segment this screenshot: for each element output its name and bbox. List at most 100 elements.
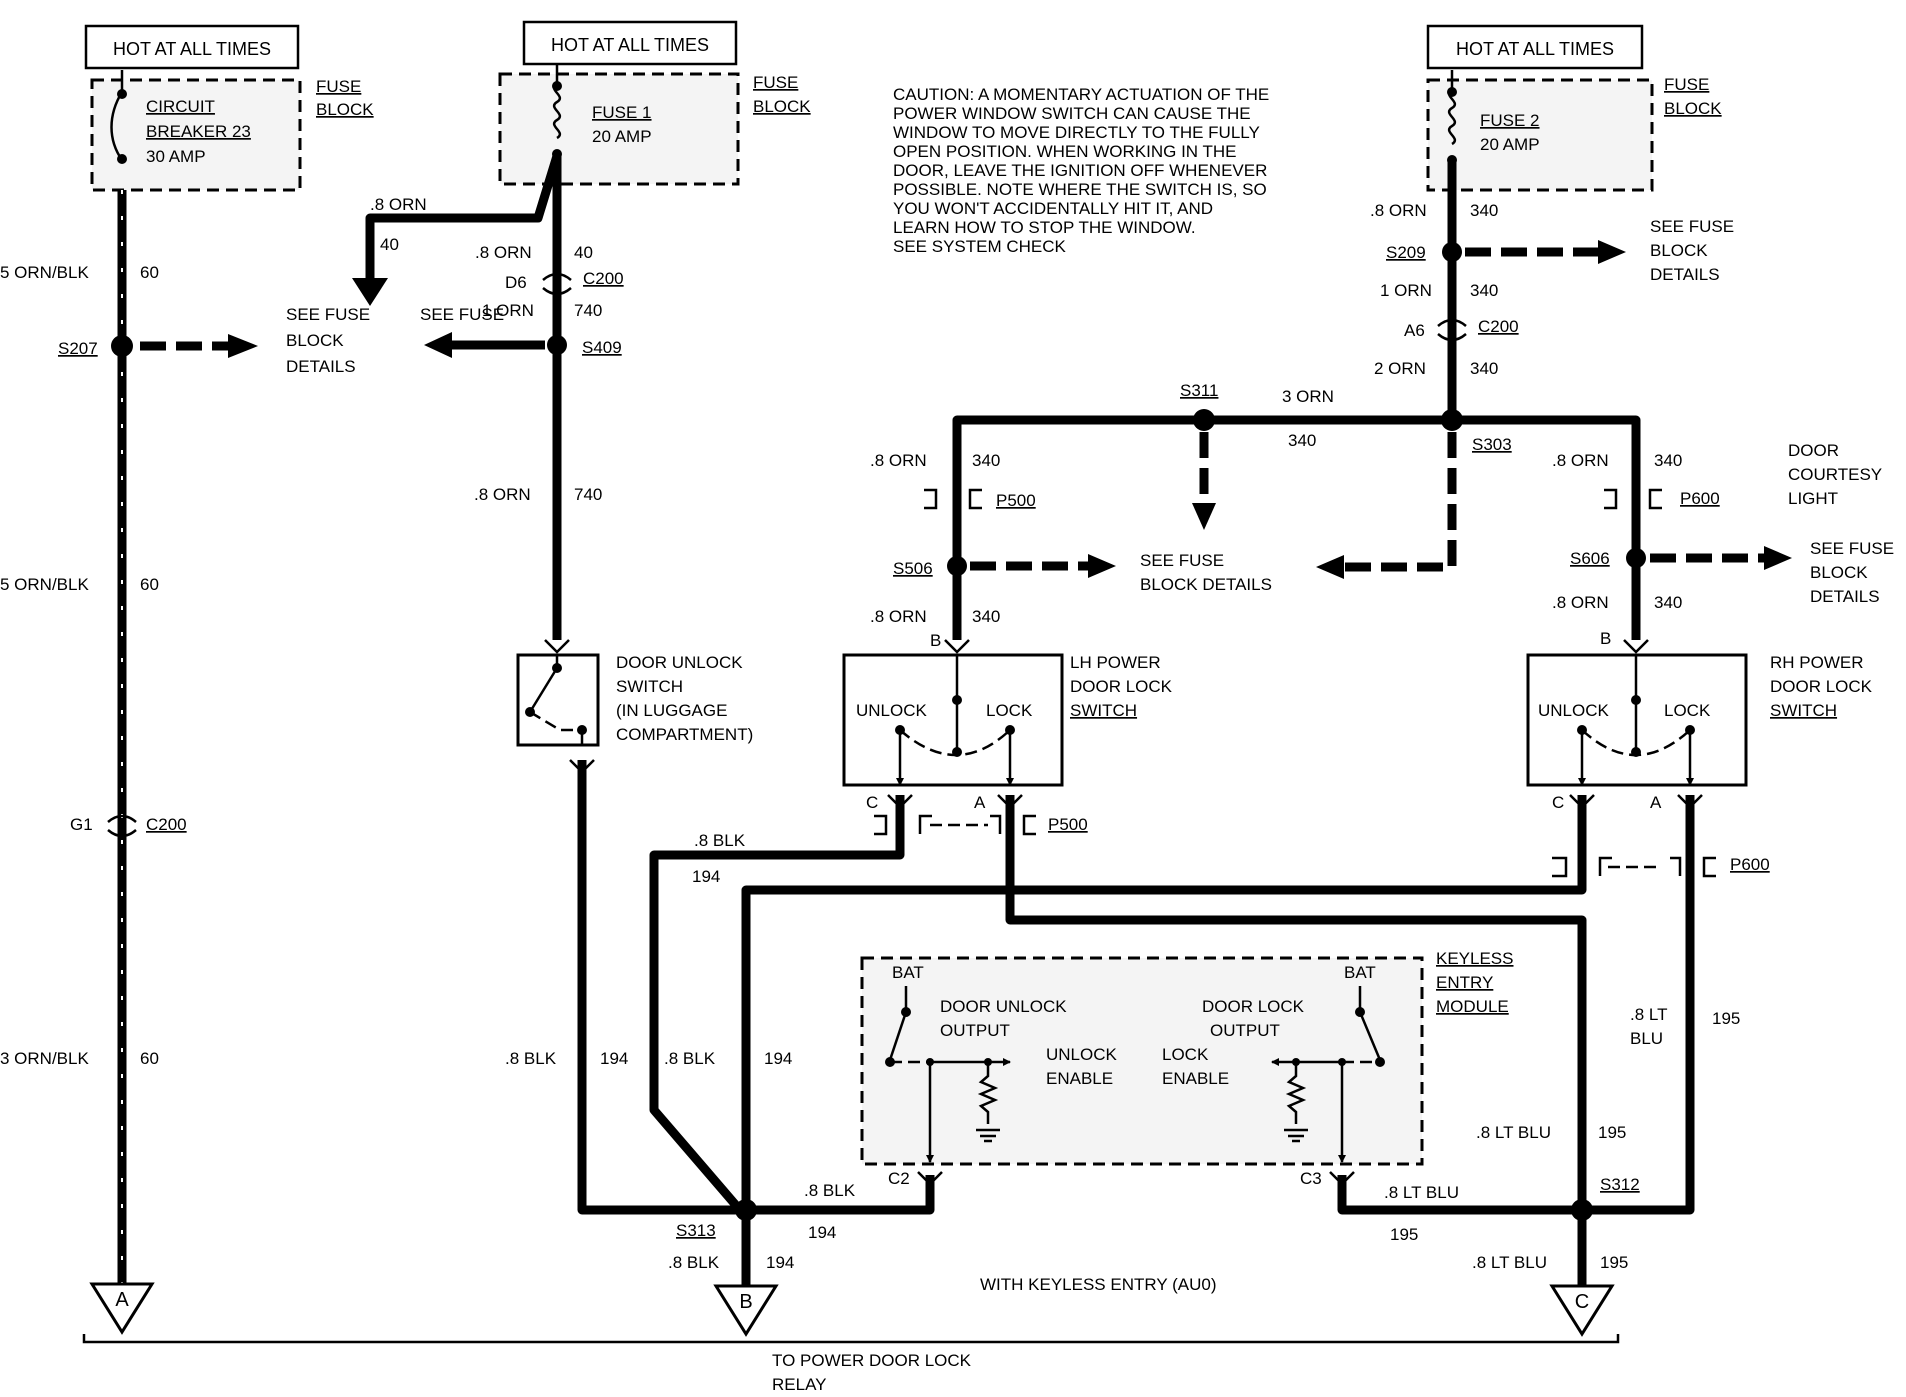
wire-label-8orn-740: .8 ORN: [474, 485, 531, 504]
courtesy-l1: DOOR: [1788, 441, 1839, 460]
caution-note: CAUTION: A MOMENTARY ACTUATION OF THEPOW…: [893, 85, 1269, 256]
see-fuse-block-2: SEE FUSE: [420, 305, 504, 324]
caution-line: OPEN POSITION. WHEN WORKING IN THE: [893, 142, 1237, 161]
see-fuse-4-l2: BLOCK: [1650, 241, 1708, 260]
fuse-block-label-1b: BLOCK: [316, 100, 374, 119]
rh-door-lock-switch: UNLOCK LOCK RH POWER DOOR LOCK SWITCH C …: [1526, 639, 1873, 812]
rh-lock-label: LOCK: [1664, 701, 1711, 720]
a6-label: A6: [1404, 321, 1425, 340]
to-relay-l2: RELAY: [772, 1375, 827, 1392]
circuit-40-a: 40: [380, 235, 399, 254]
splice-s311: [1193, 409, 1215, 431]
hot-label-2: HOT AT ALL TIMES: [522, 20, 738, 66]
door-unlock-switch-return: .8 BLK 194: [505, 759, 740, 1215]
hot-label-1-text: HOT AT ALL TIMES: [113, 39, 271, 59]
caution-line: POWER WINDOW SWITCH CAN CAUSE THE: [893, 104, 1251, 123]
caution-line: LEARN HOW TO STOP THE WINDOW.: [893, 218, 1196, 237]
wire-label-8blk-c: .8 BLK: [664, 1049, 716, 1068]
hot-label-3-text: HOT AT ALL TIMES: [1456, 39, 1614, 59]
fuse1-line1: FUSE 1: [592, 103, 652, 122]
keyless-note: WITH KEYLESS ENTRY (AU0): [980, 1275, 1216, 1294]
circuit-340-a: 340: [1470, 201, 1498, 220]
circuit-195-b: 195: [1598, 1123, 1626, 1142]
fuse-block-label-3a: FUSE: [1664, 75, 1709, 94]
see-fuse-block-3: SEE FUSE BLOCK DETAILS: [1140, 551, 1272, 594]
pin-b-lh: B: [930, 631, 941, 650]
lh-door-lock-switch: UNLOCK LOCK LH POWER DOOR LOCK SWITCH C …: [842, 639, 1173, 812]
circuit-194-e: 194: [766, 1253, 794, 1272]
wire-label-8orn-lh2: .8 ORN: [870, 607, 927, 626]
terminal-a: A: [115, 1289, 129, 1311]
terminal-b: B: [739, 1291, 752, 1313]
wire-label-8blk-d: .8 BLK: [804, 1181, 856, 1200]
circuit-194-c: 194: [764, 1049, 792, 1068]
circuit-60-wire: S207 5 ORN/BLK 60 5 ORN/BLK 60 3 ORN/BLK…: [0, 190, 258, 1335]
wire-label-ltblu-c: .8 LT BLU: [1384, 1183, 1459, 1202]
s207-label: S207: [58, 339, 98, 358]
circuit-340-d: 340: [1288, 431, 1316, 450]
splice-s313-group: S313 .8 BLK 194 B: [668, 1199, 794, 1337]
caution-line: YOU WON'T ACCIDENTALLY HIT IT, AND: [893, 199, 1213, 218]
d6-label: D6: [505, 273, 527, 292]
caution-line: DOOR, LEAVE THE IGNITION OFF WHENEVER: [893, 161, 1267, 180]
breaker-line2: BREAKER 23: [146, 122, 251, 141]
wire-label-2orn-340: 2 ORN: [1374, 359, 1426, 378]
courtesy-l3: LIGHT: [1788, 489, 1838, 508]
circuit-195-c: 195: [1390, 1225, 1418, 1244]
splice-s303: [1441, 409, 1463, 431]
dus-l3: (IN LUGGAGE: [616, 701, 727, 720]
circuit-194-a: 194: [600, 1049, 628, 1068]
splice-s312-group: S312 .8 LT BLU 195 C: [1472, 1175, 1640, 1337]
lh-l3: SWITCH: [1070, 701, 1137, 720]
circuit-340-c: 340: [1470, 359, 1498, 378]
wire-label-ltblu-a2: BLU: [1630, 1029, 1663, 1048]
wire-label-5orn-b: 5 ORN/BLK: [0, 575, 89, 594]
c200-a-label: C200: [583, 269, 624, 288]
keyless-l1: KEYLESS: [1436, 949, 1514, 968]
s409-label: S409: [582, 338, 622, 357]
s311-label: S311: [1180, 381, 1218, 400]
see-fuse-5-l2: BLOCK: [1810, 563, 1868, 582]
see-fuse-block-5: SEE FUSE BLOCK DETAILS: [1810, 539, 1894, 606]
circuit-195-a: 195: [1712, 1009, 1740, 1028]
circuit-194-b: 194: [692, 867, 720, 886]
fuse-block-label-1a: FUSE: [316, 77, 361, 96]
circuit-40-wire: .8 ORN 40: [352, 154, 562, 306]
keyless-l2: ENTRY: [1436, 973, 1493, 992]
circuit-breaker-23: CIRCUIT BREAKER 23 30 AMP FUSE BLOCK: [90, 70, 374, 192]
hot-label-2-text: HOT AT ALL TIMES: [551, 35, 709, 55]
keyless-outputs: C2 .8 BLK 194 C3 .8 LT BLU 195: [746, 1169, 1582, 1244]
fuse-1: FUSE 1 20 AMP FUSE BLOCK: [498, 64, 811, 186]
circuit-60-c: 60: [140, 1049, 159, 1068]
terminal-c: C: [1575, 1291, 1589, 1313]
circuit-340-e: 340: [972, 451, 1000, 470]
footer: WITH KEYLESS ENTRY (AU0) TO POWER DOOR L…: [82, 1275, 1620, 1394]
door-courtesy-light: DOOR COURTESY LIGHT: [1788, 441, 1882, 508]
fuse2-line2: 20 AMP: [1480, 135, 1540, 154]
keyless-l3: MODULE: [1436, 997, 1509, 1016]
s506-label: S506: [893, 559, 933, 578]
circuit-740-b: 740: [574, 485, 602, 504]
see-fuse-block-1: SEE FUSE BLOCK DETAILS: [286, 305, 370, 376]
p600-a-label: P600: [1680, 489, 1720, 508]
s303-label: S303: [1472, 435, 1512, 454]
circuit-340-bus: S311 3 ORN 340 S303: [952, 381, 1641, 579]
p500-b-label: P500: [1048, 815, 1088, 834]
circuit-340-g: 340: [1654, 451, 1682, 470]
see-fuse-2-l1: SEE FUSE: [420, 305, 504, 324]
p600-b-label: P600: [1730, 855, 1770, 874]
c3-label: C3: [1300, 1169, 1322, 1188]
hot-label-1: HOT AT ALL TIMES: [84, 24, 300, 70]
fuse-block-label-2b: BLOCK: [753, 97, 811, 116]
pin-b-rh: B: [1600, 629, 1611, 648]
circuit-60-b: 60: [140, 575, 159, 594]
dus-l1: DOOR UNLOCK: [616, 653, 743, 672]
lock-output-l2: OUTPUT: [1210, 1021, 1280, 1040]
circuit-340-b: 340: [1470, 281, 1498, 300]
lh-l2: DOOR LOCK: [1070, 677, 1173, 696]
lock-enable-l1: LOCK: [1162, 1045, 1209, 1064]
p500-a-label: P500: [996, 491, 1036, 510]
rh-unlock-label: UNLOCK: [1538, 701, 1610, 720]
c2-label: C2: [888, 1169, 910, 1188]
